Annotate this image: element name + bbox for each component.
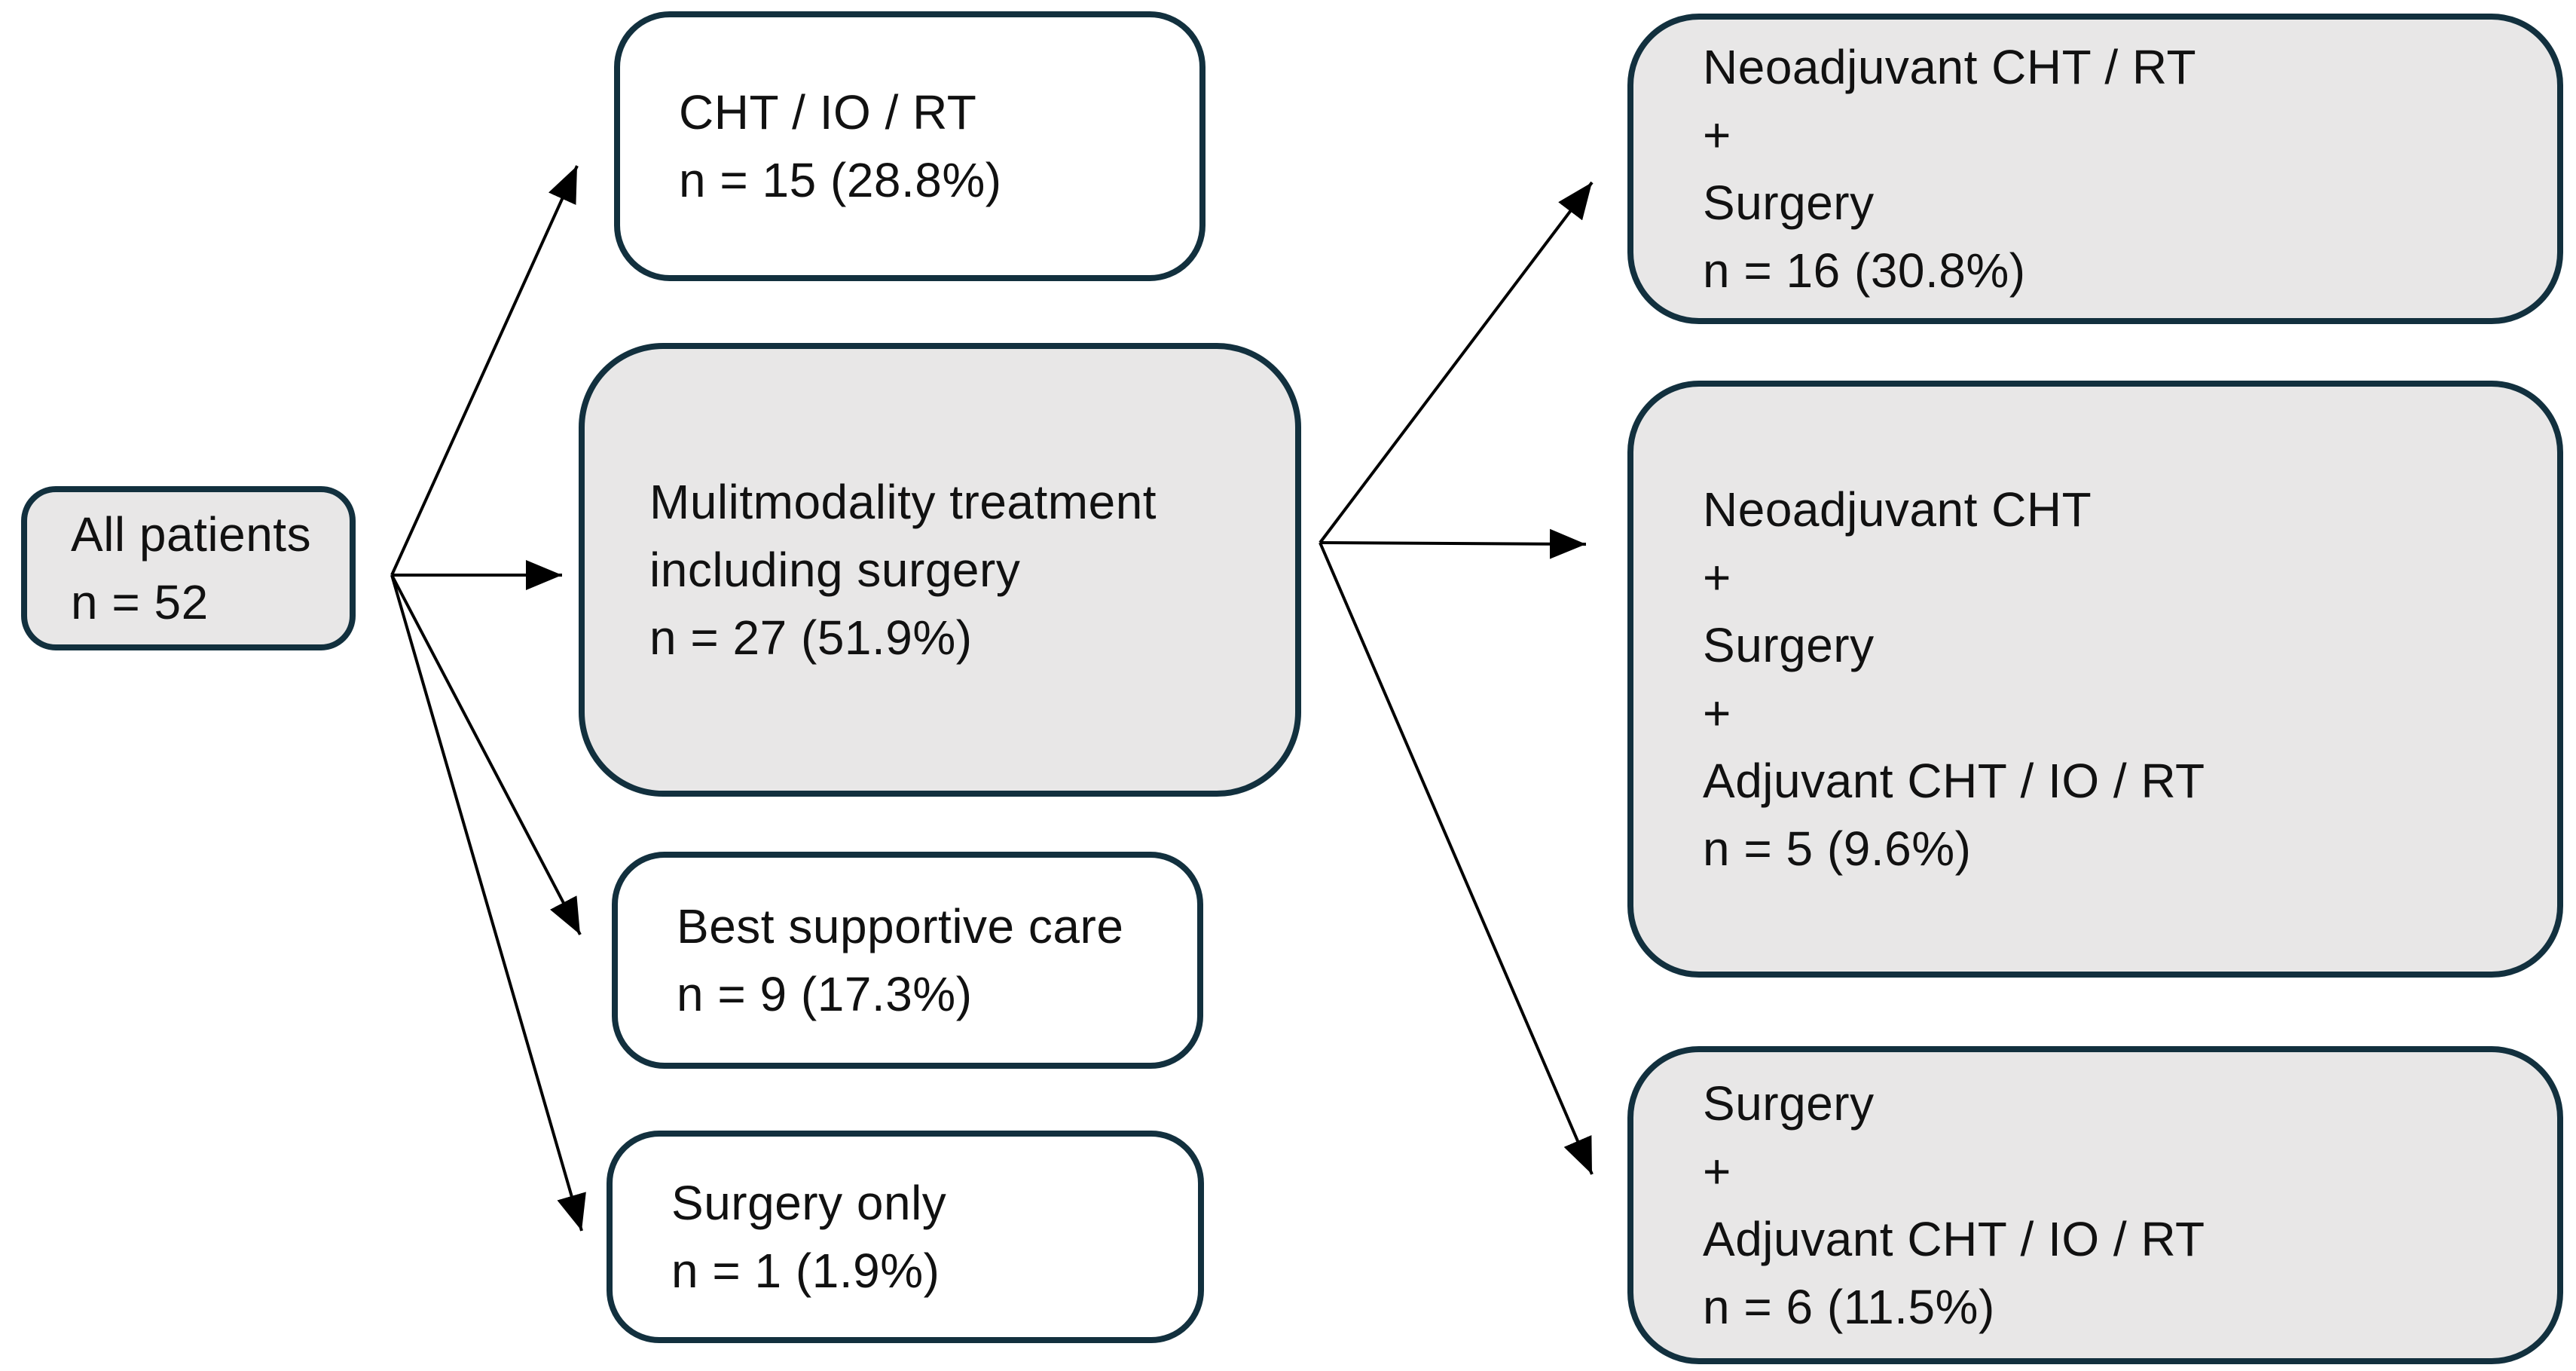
plus-sign: + xyxy=(1703,108,1731,162)
node-cht-io-rt: CHT / IO / RT n = 15 (28.8%) xyxy=(614,11,1205,281)
node-label: Surgery xyxy=(1703,176,1875,230)
node-count: n = 52 xyxy=(71,575,209,629)
node-label: including surgery xyxy=(649,543,1021,597)
node-label: Surgery only xyxy=(671,1176,947,1230)
arrow-all-patients-to-best-supportive xyxy=(390,574,582,935)
node-surgery-only: Surgery only n = 1 (1.9%) xyxy=(607,1131,1204,1343)
node-count: n = 1 (1.9%) xyxy=(671,1244,940,1298)
node-best-supportive-care: Best supportive care n = 9 (17.3%) xyxy=(612,852,1203,1069)
node-label: All patients xyxy=(71,507,312,562)
plus-sign: + xyxy=(1703,550,1731,604)
node-label: Adjuvant CHT / IO / RT xyxy=(1703,1212,2205,1266)
plus-sign: + xyxy=(1703,686,1731,740)
node-label: Mulitmodality treatment xyxy=(649,475,1157,529)
node-label: Adjuvant CHT / IO / RT xyxy=(1703,754,2205,808)
arrow-all-patients-to-cht-io-rt xyxy=(390,165,579,576)
arrow-multimodality-to-neo-cht-rt-surgery xyxy=(1319,181,1594,544)
node-count: n = 9 (17.3%) xyxy=(677,967,973,1021)
arrow-all-patients-to-surgery-only xyxy=(390,574,586,1232)
node-all-patients: All patients n = 52 xyxy=(21,486,356,650)
node-count: n = 5 (9.6%) xyxy=(1703,822,1972,876)
node-surgery-adjuvant: Surgery + Adjuvant CHT / IO / RT n = 6 (… xyxy=(1627,1046,2563,1364)
node-count: n = 16 (30.8%) xyxy=(1703,243,2026,298)
node-neoadjuvant-cht-rt-surgery: Neoadjuvant CHT / RT + Surgery n = 16 (3… xyxy=(1627,14,2563,324)
node-neoadjuvant-cht-surgery-adjuvant: Neoadjuvant CHT + Surgery + Adjuvant CHT… xyxy=(1627,381,2563,978)
arrow-multimodality-to-surgery-adjuvant xyxy=(1319,542,1594,1175)
node-label: Neoadjuvant CHT / RT xyxy=(1703,40,2197,94)
node-count: n = 27 (51.9%) xyxy=(649,611,973,665)
node-count: n = 6 (11.5%) xyxy=(1703,1280,1995,1334)
node-multimodality-treatment: Mulitmodality treatment including surger… xyxy=(579,343,1301,797)
arrow-multimodality-to-neo-cht-surgery-adjuvant xyxy=(1319,528,1587,559)
node-count: n = 15 (28.8%) xyxy=(679,153,1002,207)
plus-sign: + xyxy=(1703,1144,1731,1198)
node-label: Best supportive care xyxy=(677,899,1124,953)
node-label: Surgery xyxy=(1703,1076,1875,1131)
node-label: CHT / IO / RT xyxy=(679,85,977,139)
node-label: Surgery xyxy=(1703,618,1875,672)
node-label: Neoadjuvant CHT xyxy=(1703,482,2092,537)
